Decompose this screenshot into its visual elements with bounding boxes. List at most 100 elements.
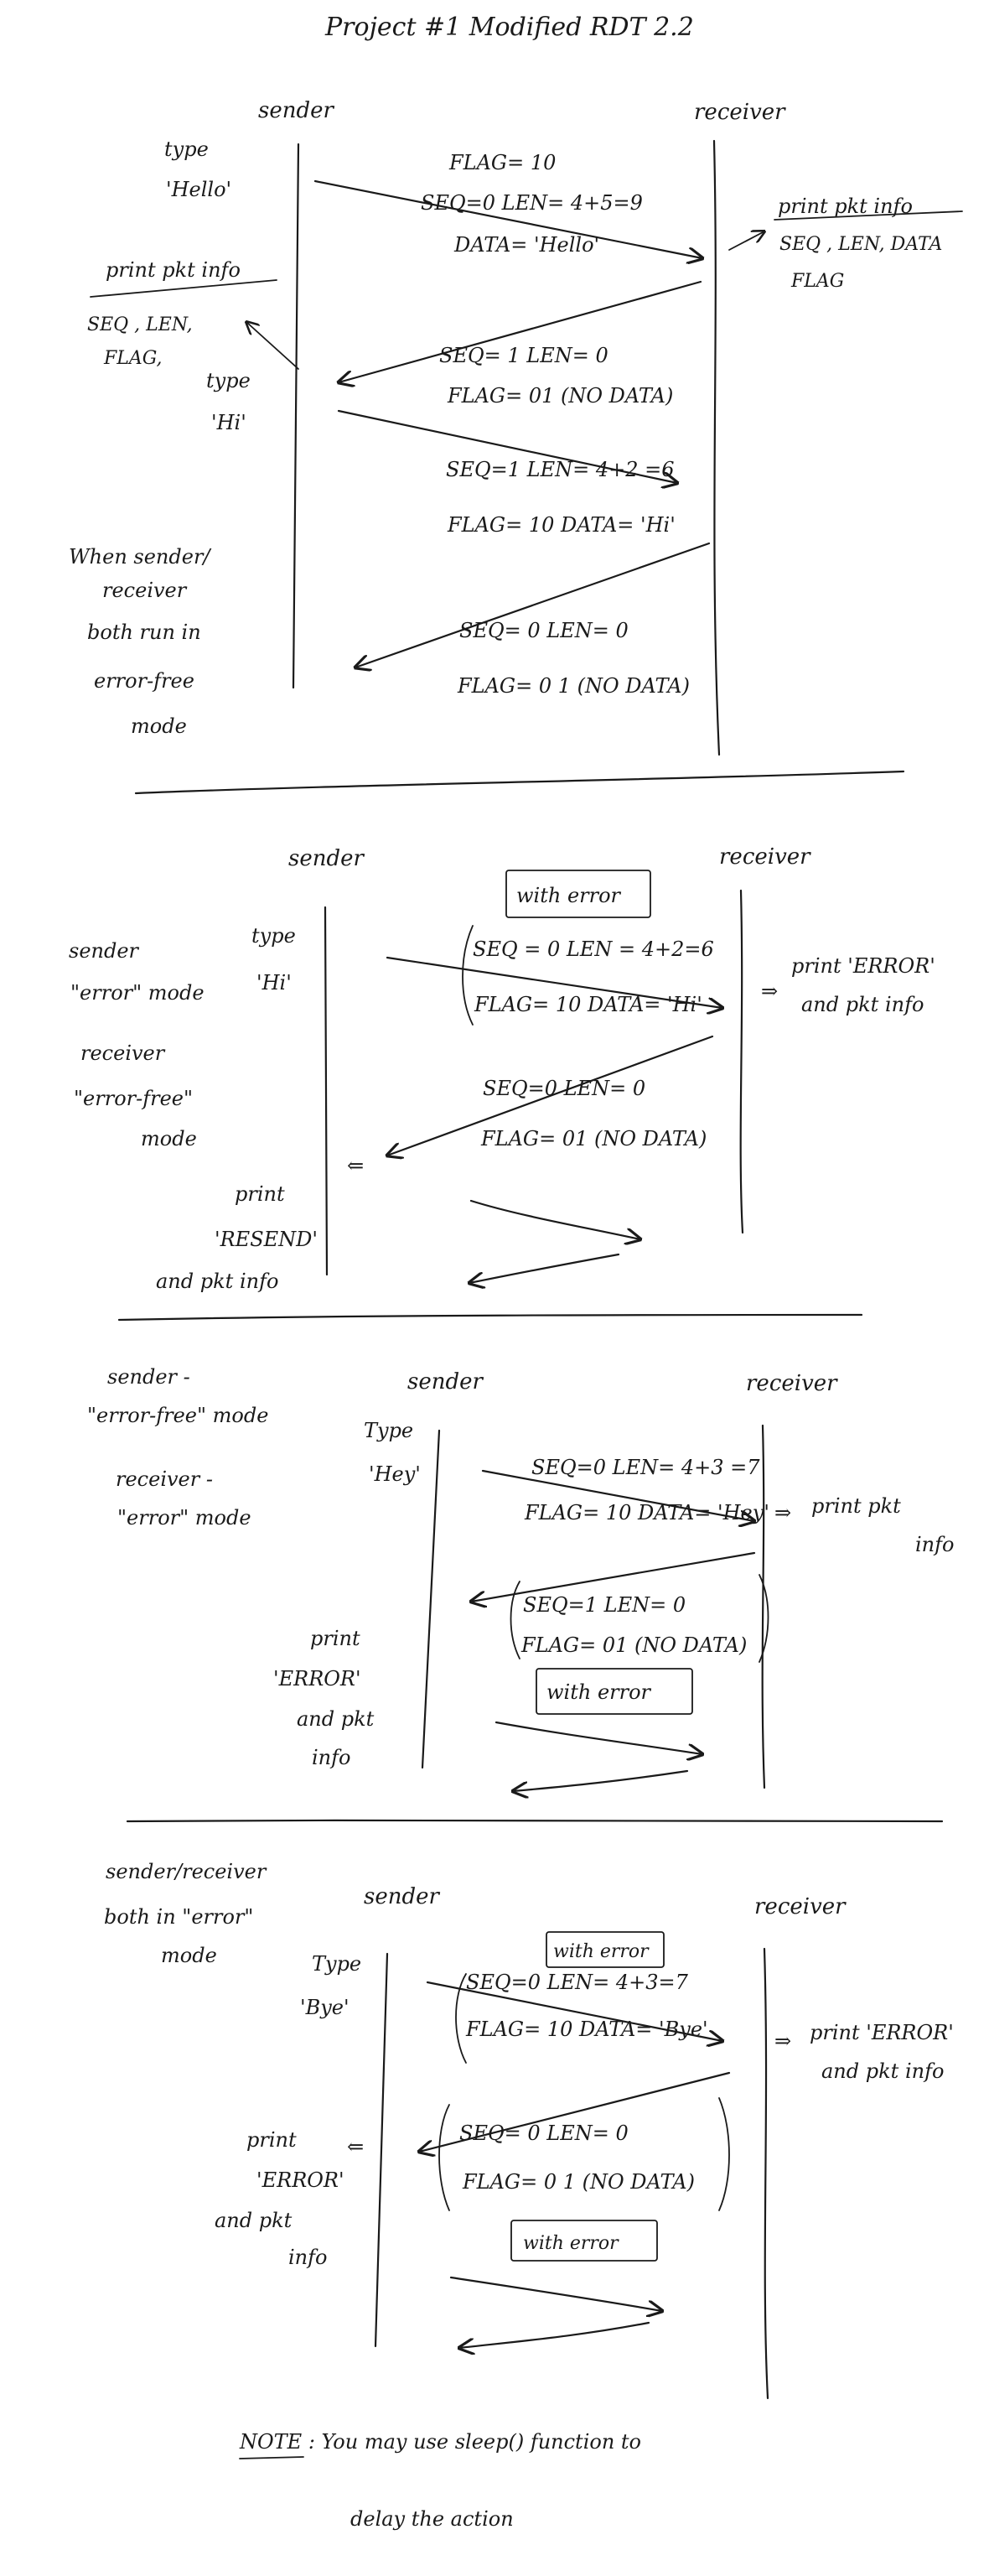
s3-recv-print-2: info	[915, 1533, 954, 1556]
s1-ack2-line2: FLAG= 0 1 (NO DATA)	[457, 674, 690, 698]
s1-send-print-underline	[90, 279, 277, 298]
s1-ack1-line2: FLAG= 01 (NO DATA)	[447, 384, 673, 408]
scenario-4: sender/receiver both in "error" mode sen…	[104, 1860, 954, 2400]
s4-send-implies: ⇐	[347, 2135, 364, 2158]
s3-ack-bracket-l	[510, 1581, 520, 1659]
s2-send-print-2: 'RESEND'	[215, 1228, 318, 1251]
s2-with-error-tag	[505, 870, 651, 918]
s1-mode-3: both run in	[87, 621, 201, 644]
s3-recv-implies: ⇒	[774, 1501, 791, 1524]
receiver-label-3: receiver	[746, 1371, 838, 1396]
s1-recv-print-3: FLAG	[790, 271, 844, 292]
divider-3	[126, 1819, 944, 1823]
s2-retransmit-arrow	[469, 1199, 640, 1239]
s2-mode-1: sender	[69, 939, 140, 963]
s4-recv-print-2: and pkt info	[821, 2059, 944, 2083]
s2-resend-implies: ⇐	[347, 1154, 364, 1177]
s4-pkt-line1: SEQ=0 LEN= 4+3=7	[466, 1971, 689, 1994]
s4-ack-line2: FLAG= 0 1 (NO DATA)	[462, 2170, 695, 2194]
s1-recv-print-underline	[774, 210, 963, 221]
s2-with-error-text: with error	[516, 884, 622, 907]
s3-pkt-line2: FLAG= 10 DATA= 'Hey'	[524, 1501, 769, 1524]
s2-ack-line1: SEQ=0 LEN= 0	[483, 1077, 645, 1100]
s4-mode-2: both in "error"	[104, 1905, 253, 1929]
s4-pkt-arrow	[426, 1981, 722, 2041]
s1-ack2-line1: SEQ= 0 LEN= 0	[459, 619, 629, 642]
s4-retransmit-arrow	[449, 2276, 662, 2311]
sender-label-1: sender	[258, 98, 335, 123]
s3-ack-line1: SEQ=1 LEN= 0	[523, 1593, 686, 1617]
s4-send-print-3: and pkt	[215, 2209, 293, 2232]
s1-pkt2-arrow	[337, 409, 677, 483]
s2-ack-arrow	[387, 1035, 714, 1156]
s1-pkt2-line1: SEQ=1 LEN= 4+2 =6	[446, 458, 675, 481]
s3-send-print-1: print	[310, 1627, 360, 1650]
sender-label-2: sender	[288, 846, 365, 871]
receiver-label-4: receiver	[754, 1894, 847, 1919]
s1-ack1-arrow	[339, 280, 702, 382]
receiver-lifeline-4	[763, 1947, 769, 2400]
s3-retransmit-arrow	[495, 1721, 702, 1754]
s1-pkt1-line2: SEQ=0 LEN= 4+5=9	[421, 191, 643, 215]
s1-pkt2-line2: FLAG= 10 DATA= 'Hi'	[447, 513, 676, 537]
s1-mode-5: mode	[131, 714, 187, 738]
s4-pkt-line2: FLAG= 10 DATA= 'Bye'	[465, 2018, 708, 2041]
s4-send-print-4: info	[288, 2246, 327, 2269]
s4-recv-implies: ⇒	[774, 2029, 791, 2053]
s2-recv-implies: ⇒	[761, 979, 778, 1003]
s3-ack-arrow	[471, 1551, 756, 1602]
s3-ack-line2: FLAG= 01 (NO DATA)	[520, 1633, 747, 1657]
s1-type2-line2: 'Hi'	[211, 411, 246, 434]
s4-pkt-bracket	[455, 1973, 467, 2064]
note-line1: NOTE : You may use sleep() function to	[239, 2430, 641, 2454]
receiver-lifeline-3	[761, 1424, 766, 1789]
s2-ack-line2: FLAG= 01 (NO DATA)	[480, 1127, 707, 1150]
s2-recv-print-2: and pkt info	[801, 993, 924, 1016]
sender-label-3: sender	[407, 1369, 484, 1394]
divider-1	[134, 770, 905, 795]
sender-lifeline-1	[292, 143, 300, 689]
s3-with-error-tag	[536, 1668, 693, 1715]
s3-send-print-3: and pkt	[297, 1707, 375, 1731]
s2-type-1: type	[251, 924, 296, 948]
s4-with-error-tag-1	[546, 1931, 665, 1968]
s1-pkt1-line3: DATA= 'Hello'	[453, 233, 599, 257]
receiver-lifeline-2	[739, 889, 744, 1234]
divider-2	[117, 1313, 863, 1322]
s3-pkt-line1: SEQ=0 LEN= 4+3 =7	[531, 1456, 760, 1479]
s4-mode-1: sender/receiver	[106, 1860, 267, 1883]
s3-pkt-arrow	[481, 1469, 754, 1521]
s2-mode-4: "error-free"	[74, 1087, 193, 1110]
s1-ack1-line1: SEQ= 1 LEN= 0	[439, 344, 608, 367]
s2-send-print-3: and pkt info	[156, 1270, 278, 1293]
receiver-lifeline-1	[712, 139, 721, 756]
s4-send-print-1: print	[246, 2128, 297, 2152]
sender-lifeline-3	[421, 1429, 441, 1769]
s1-recv-print-2: SEQ , LEN, DATA	[779, 234, 942, 255]
s3-type-2: 'Hey'	[369, 1462, 421, 1486]
s4-ack-bracket-r	[718, 2097, 730, 2211]
s1-type-line1: type	[164, 138, 209, 161]
s2-pkt-arrow	[386, 956, 722, 1008]
s1-mode-4: error-free	[94, 669, 194, 693]
s3-mode-2: "error-free" mode	[87, 1404, 268, 1427]
s1-mode-2: receiver	[102, 579, 188, 602]
s2-pkt-line1: SEQ = 0 LEN = 4+2=6	[473, 937, 714, 961]
s1-send-print-1: print pkt info	[106, 258, 241, 282]
s2-mode-5: mode	[141, 1127, 197, 1150]
s4-reack-arrow	[459, 2321, 650, 2348]
s1-type2-line1: type	[206, 369, 251, 392]
s1-pkt1-line1: FLAG= 10	[448, 151, 556, 174]
note-underline	[239, 2456, 304, 2459]
sender-lifeline-2	[324, 906, 329, 1276]
s1-mode-1: When sender/	[69, 545, 212, 569]
sender-lifeline-4	[374, 1952, 389, 2348]
receiver-label-1: receiver	[694, 100, 786, 125]
s4-type-1: Type	[312, 1952, 361, 1976]
note-line2: delay the action	[350, 2507, 514, 2531]
s3-mode-1: sender -	[107, 1365, 190, 1389]
page-title: Project #1 Modified RDT 2.2	[324, 13, 694, 42]
s1-send-print-2: SEQ , LEN,	[87, 314, 193, 335]
